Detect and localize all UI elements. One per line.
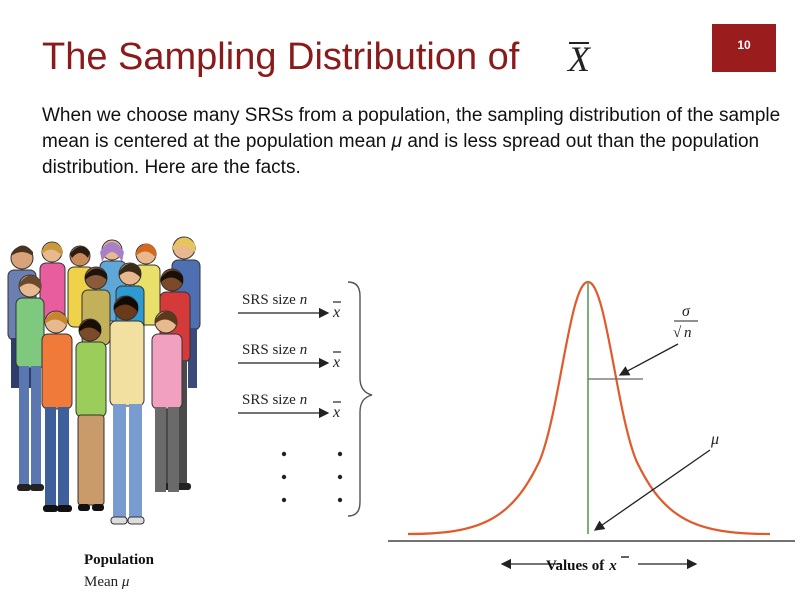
x-bar-symbol: X (568, 39, 590, 79)
axis-label-text: Values of (546, 558, 605, 574)
person-front-4 (151, 310, 183, 492)
curly-brace-icon (347, 281, 373, 517)
person-front-3 (109, 295, 145, 525)
intro-text-start: When we choose many SRSs from a populati… (42, 105, 781, 152)
srs-label-1: SRS size (242, 292, 296, 308)
sqrt-n-symbol: n (684, 325, 692, 341)
page-number-badge: 10 (712, 24, 776, 72)
srs-size-symbol-2: n (300, 342, 308, 358)
srs-label-2: SRS size (242, 342, 296, 358)
person-front-1 (41, 310, 73, 512)
std-dev-arrow-icon (618, 343, 679, 376)
mean-mu-symbol: μ (121, 574, 130, 590)
x-bar-result-3: x (332, 404, 340, 421)
intro-text-end: and is less spread out than the populati… (42, 131, 760, 178)
person-mid-1 (15, 274, 45, 491)
intro-text: When we choose many SRSs from a populati… (42, 103, 782, 181)
mean-word: Mean (84, 574, 122, 590)
srs-label-3: SRS size (242, 392, 296, 408)
person-back-2 (39, 241, 66, 324)
front-row-people (41, 295, 183, 525)
x-bar-result-1: x (332, 304, 340, 321)
slide-title: The Sampling Distribution of (42, 36, 520, 78)
x-bar-result-2: x (332, 354, 340, 371)
intro-mu-symbol: μ (391, 131, 403, 152)
sigma-symbol: σ (682, 303, 691, 320)
continuation-dots (281, 451, 343, 503)
mu-arrow-icon (593, 449, 711, 531)
population-label: Population (84, 552, 155, 568)
srs-size-symbol-3: n (300, 392, 308, 408)
population-mean-label: Mean μ (84, 574, 129, 591)
std-dev-label: σ √ n (673, 303, 698, 341)
sqrt-symbol: √ (673, 325, 682, 341)
crowd-illustration (7, 236, 201, 525)
center-mu-label: μ (710, 431, 719, 448)
srs-size-symbol-1: n (300, 292, 308, 308)
sampling-distribution-curve (407, 280, 771, 536)
axis-x-bar-symbol: x (608, 558, 617, 574)
person-front-2 (75, 318, 107, 511)
